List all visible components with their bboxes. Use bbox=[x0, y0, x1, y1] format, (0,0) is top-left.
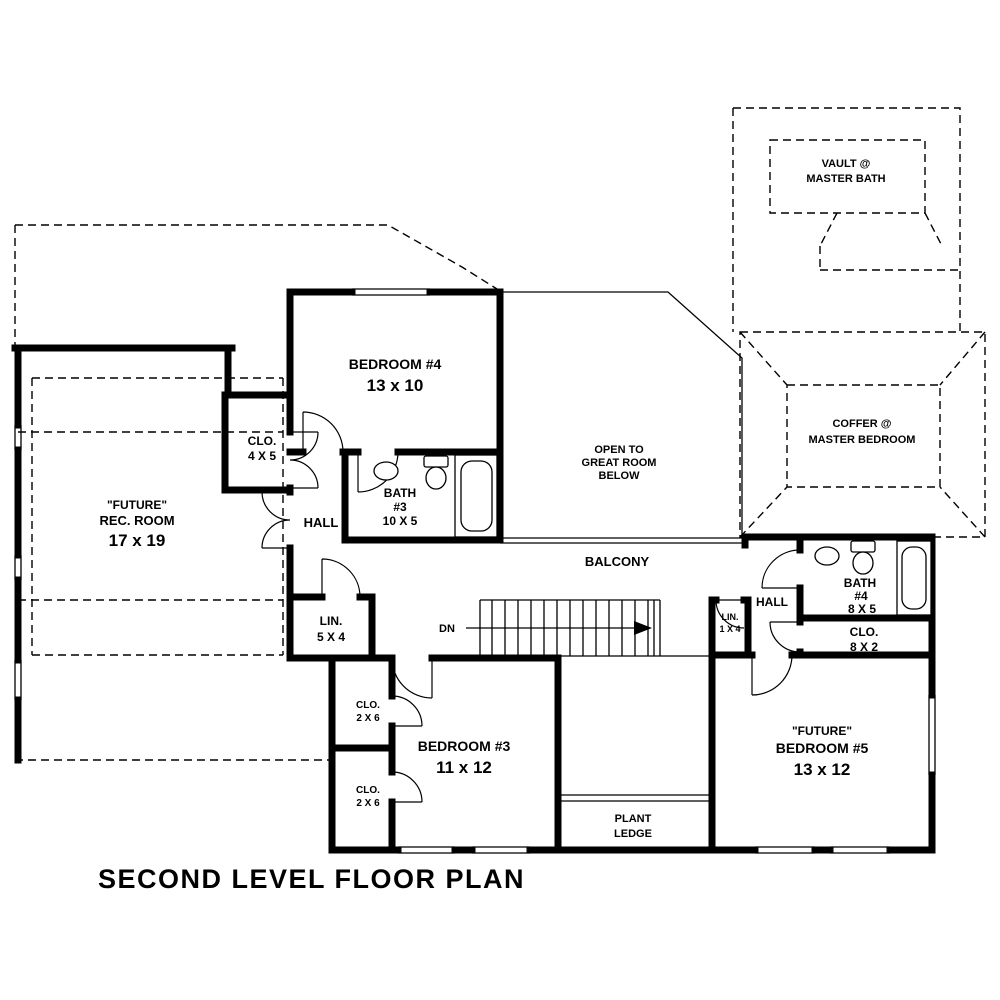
bedroom4-label-line1: BEDROOM #4 bbox=[349, 356, 442, 372]
windows bbox=[14, 288, 936, 854]
plan-title: SECOND LEVEL FLOOR PLAN bbox=[98, 864, 525, 894]
bath3-toilet-tank-icon bbox=[423, 455, 449, 468]
hall-left-label: HALL bbox=[304, 515, 339, 530]
open-great-room-label-line3: BELOW bbox=[599, 470, 641, 482]
thin-lines bbox=[466, 291, 745, 802]
bath4-fixtures bbox=[814, 540, 932, 616]
bedroom3-label-line2: 11 x 12 bbox=[436, 758, 492, 777]
plant-ledge-label-line1: PLANT bbox=[615, 813, 652, 825]
bath4-label-line2: #4 bbox=[854, 589, 868, 603]
bath4-label-line1: BATH bbox=[844, 576, 876, 590]
closet-2x6-upper-label-line2: 2 X 6 bbox=[356, 713, 380, 724]
rec-room-label-line1: "FUTURE" bbox=[107, 498, 167, 512]
bath3-tub-basin-icon bbox=[460, 460, 493, 532]
balcony-label: BALCONY bbox=[585, 554, 650, 569]
bedroom5-label-line1: "FUTURE" bbox=[792, 724, 852, 738]
bath3-label-line2: #3 bbox=[393, 500, 407, 514]
closet-2x6-upper-label-line1: CLO. bbox=[356, 700, 380, 711]
rec-room-label-line3: 17 x 19 bbox=[109, 531, 166, 550]
stair-direction-arrowhead bbox=[634, 621, 652, 635]
linen-1x4-label-line1: LIN. bbox=[722, 612, 739, 622]
linen-5x4-label-line1: LIN. bbox=[320, 614, 343, 628]
vault-label-line1: VAULT @ bbox=[822, 158, 871, 170]
bath3-sink-icon bbox=[373, 461, 399, 481]
closet-2x6-lower-label-line1: CLO. bbox=[356, 785, 380, 796]
bath4-sink-icon bbox=[814, 546, 840, 566]
bedroom4-label-line2: 13 x 10 bbox=[367, 376, 424, 395]
closet-4x5-label-line2: 4 X 5 bbox=[248, 449, 276, 463]
bath3-toilet-bowl-icon bbox=[425, 466, 447, 490]
bath4-tub-basin-icon bbox=[901, 546, 927, 610]
future-rec-room-outline bbox=[14, 224, 498, 761]
bath3-label-line1: BATH bbox=[384, 486, 416, 500]
dashed-outlines bbox=[14, 107, 986, 761]
coffer-master-bedroom-outline bbox=[739, 331, 986, 538]
bedroom3-label-line1: BEDROOM #3 bbox=[418, 738, 511, 754]
bath4-toilet-bowl-icon bbox=[852, 551, 874, 575]
open-great-room-label-line2: GREAT ROOM bbox=[582, 457, 657, 469]
open-area-boundary bbox=[500, 291, 743, 537]
open-great-room-label-line1: OPEN TO bbox=[594, 444, 644, 456]
bedroom5-label-line3: 13 x 12 bbox=[794, 760, 851, 779]
bath3-fixtures bbox=[373, 454, 498, 538]
bath4-toilet-tank-icon bbox=[850, 540, 876, 553]
vault-label-line2: MASTER BATH bbox=[806, 173, 885, 185]
hall-right-label: HALL bbox=[756, 595, 788, 609]
rec-room-label-line2: REC. ROOM bbox=[99, 513, 174, 528]
stair-dn-label: DN bbox=[439, 623, 455, 635]
coffer-label-line2: MASTER BEDROOM bbox=[809, 434, 916, 446]
closet-8x2-label-line2: 8 X 2 bbox=[850, 640, 878, 654]
linen-5x4-label-line2: 5 X 4 bbox=[317, 630, 345, 644]
closet-8x2-label-line1: CLO. bbox=[850, 625, 879, 639]
bath4-label-line3: 8 X 5 bbox=[848, 602, 876, 616]
balcony-railing bbox=[500, 537, 745, 544]
walls bbox=[11, 288, 936, 854]
bedroom5-label-line2: BEDROOM #5 bbox=[776, 740, 869, 756]
closet-2x6-lower-label-line2: 2 X 6 bbox=[356, 798, 380, 809]
plant-ledge-label-line2: LEDGE bbox=[614, 828, 652, 840]
vault-master-bath-outline bbox=[732, 107, 961, 332]
linen-1x4-label-line2: 1 X 4 bbox=[719, 624, 740, 634]
room-labels: VAULT @ MASTER BATH COFFER @ MASTER BEDR… bbox=[99, 158, 915, 840]
closet-4x5-label-line1: CLO. bbox=[248, 434, 277, 448]
plant-ledge-line bbox=[558, 794, 712, 802]
bath3-label-line3: 10 X 5 bbox=[383, 514, 418, 528]
main-walls bbox=[11, 288, 936, 854]
coffer-label-line1: COFFER @ bbox=[832, 418, 891, 430]
